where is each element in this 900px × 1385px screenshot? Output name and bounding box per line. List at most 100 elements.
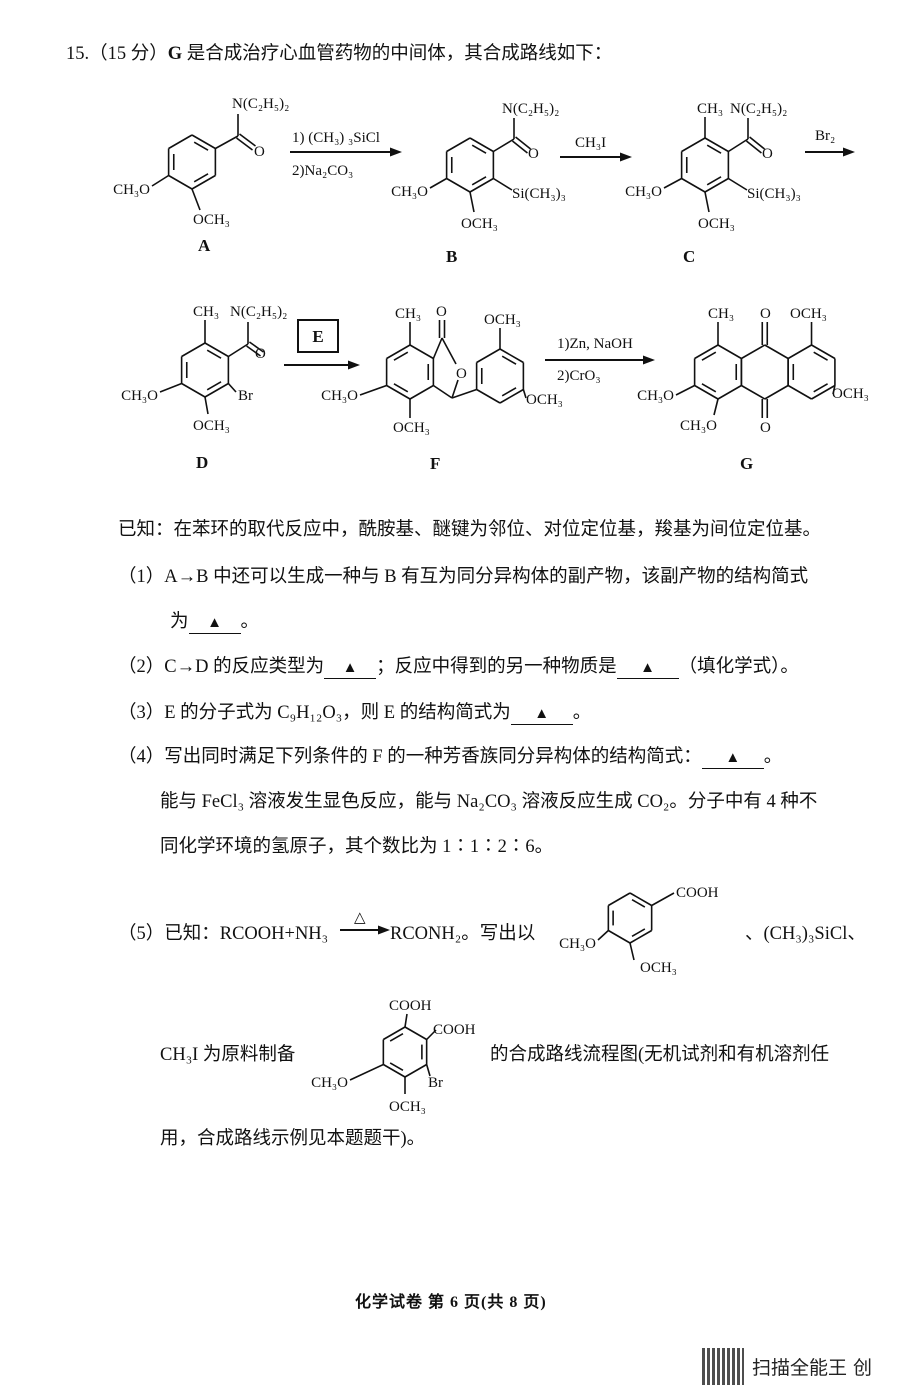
methoxy-bottom: OCH₃: [461, 216, 498, 232]
bond: [651, 892, 675, 907]
q5-line2-pre: CH₃I 为原料制备: [160, 1045, 296, 1065]
q5-product: RCONH₂。写出以: [390, 924, 536, 944]
bond: [675, 384, 695, 396]
arrow-head: [643, 355, 655, 365]
q4-condition-2: 同化学环境的氢原子，其个数比为 1∶1∶2∶6。: [160, 837, 554, 857]
compound-label: F: [430, 454, 440, 473]
compound-g: CH₃ O O OCH₃ OCH₃ CH₃O CH₃O G: [637, 306, 869, 473]
bond: [629, 929, 653, 944]
bond: [191, 174, 216, 190]
bond: [191, 134, 216, 150]
q1-post: 。: [240, 612, 260, 632]
bond: [597, 929, 609, 941]
qr-code-icon: [702, 1348, 744, 1385]
ring-o: O: [456, 366, 467, 382]
bond: [246, 345, 262, 357]
bond: [248, 341, 264, 353]
bond: [727, 138, 749, 153]
bond: [499, 388, 524, 404]
bond: [706, 144, 722, 154]
methoxy-top-right: OCH₃: [484, 312, 521, 328]
carboxyl-group: COOH: [676, 885, 719, 901]
question-intro: 是合成治疗心血管药物的中间体，其合成路线如下：: [182, 44, 613, 64]
bond: [607, 892, 631, 907]
q1-text: （1）A→B 中还可以生成一种与 B 有互为同分异构体的副产物，该副产物的结构简…: [118, 567, 809, 587]
bond: [704, 177, 729, 193]
bromo-group: Br: [428, 1075, 443, 1091]
bond: [511, 140, 528, 154]
q3-text: （3）E 的分子式为 C₉H₁₂O₃，则 E 的结构简式为▲。: [118, 701, 591, 725]
compound-label: C: [683, 247, 695, 266]
reagent: CH₃I: [575, 135, 606, 151]
compound-label: D: [196, 453, 208, 472]
bond: [236, 137, 253, 151]
reagent-e: E: [312, 327, 323, 346]
bond: [787, 384, 812, 400]
reagent: 1)Zn, NaOH: [557, 336, 633, 352]
amine-group: N(C₂H₅)₂: [730, 101, 787, 117]
reagent: Br₂: [815, 128, 835, 144]
q4-text: （4）写出同时满足下列条件的 F 的一种芳香族同分异构体的结构简式：▲。: [118, 745, 782, 769]
methoxy-bottom: OCH₃: [389, 1099, 426, 1115]
bond: [206, 381, 222, 391]
question-header: 15.（15 分）G 是合成治疗心血管药物的中间体，其合成路线如下：: [66, 42, 612, 66]
q4-post: 。: [763, 747, 783, 767]
known-info: 已知：在苯环的取代反应中，酰胺基、醚键为邻位、对位定位基，羧基为间位定位基。: [118, 520, 822, 540]
bond: [349, 1063, 384, 1081]
bond: [469, 191, 475, 213]
bond: [239, 133, 256, 147]
silyl-group: Si(CH₃)₃: [512, 186, 566, 202]
answer-blank[interactable]: ▲: [188, 613, 241, 634]
bond: [181, 382, 206, 398]
methoxy-bottom: OCH₃: [193, 212, 230, 228]
bond: [404, 1063, 428, 1078]
arrow-head: [620, 152, 632, 162]
answer-blank[interactable]: ▲: [701, 748, 764, 769]
bond: [469, 137, 494, 153]
q5-line3: 用，合成路线示例见本题题干)。: [160, 1129, 426, 1149]
carbonyl-o: O: [254, 144, 265, 160]
bond: [811, 384, 836, 400]
bond: [168, 174, 193, 190]
arrow-head: [378, 925, 390, 935]
q5-starting-material: COOH CH₃O OCH₃: [559, 885, 719, 976]
methoxy-left: CH₃O: [113, 182, 150, 198]
methyl-group: CH₃: [697, 101, 723, 117]
bond: [764, 344, 789, 360]
bond: [151, 174, 170, 187]
bond: [811, 344, 836, 360]
arrow-head: [348, 360, 360, 370]
q3-post: 。: [572, 703, 592, 723]
bond: [701, 383, 717, 393]
silyl-group: Si(CH₃)₃: [747, 186, 801, 202]
q3-pre: （3）E 的分子式为 C₉H₁₂O₃，则 E 的结构简式为: [118, 703, 511, 723]
answer-blank[interactable]: ▲: [616, 658, 679, 679]
bond: [451, 388, 477, 399]
answer-blank[interactable]: ▲: [324, 658, 377, 679]
bond: [631, 898, 646, 908]
bond: [629, 892, 653, 907]
question-subject: G: [167, 44, 183, 64]
reagent: 2)CrO₃: [557, 368, 601, 384]
q1-pre: 为: [170, 612, 189, 632]
compound-d: CH₃ N(C₂H₅)₂ O CH₃O Br OCH₃ D: [121, 304, 287, 472]
q5-after-sm: 、(CH₃)₃SiCl、: [745, 924, 866, 944]
bond: [446, 137, 471, 153]
methoxy-right: OCH₃: [526, 392, 563, 408]
bond: [476, 348, 501, 364]
bond: [389, 1062, 404, 1072]
methoxy-bottom: OCH₃: [698, 216, 735, 232]
amine-group: N(C₂H₅)₂: [232, 96, 289, 112]
carboxyl-right: COOH: [433, 1022, 476, 1038]
answer-blank[interactable]: ▲: [510, 704, 573, 725]
bond: [181, 342, 206, 358]
bond: [681, 177, 706, 193]
bond: [476, 388, 501, 404]
carbonyl-o: O: [255, 346, 266, 362]
bond: [515, 136, 532, 150]
bond: [469, 177, 494, 193]
bond: [499, 348, 524, 364]
carbonyl-o: O: [436, 304, 447, 320]
quinone-o-top: O: [760, 306, 771, 322]
